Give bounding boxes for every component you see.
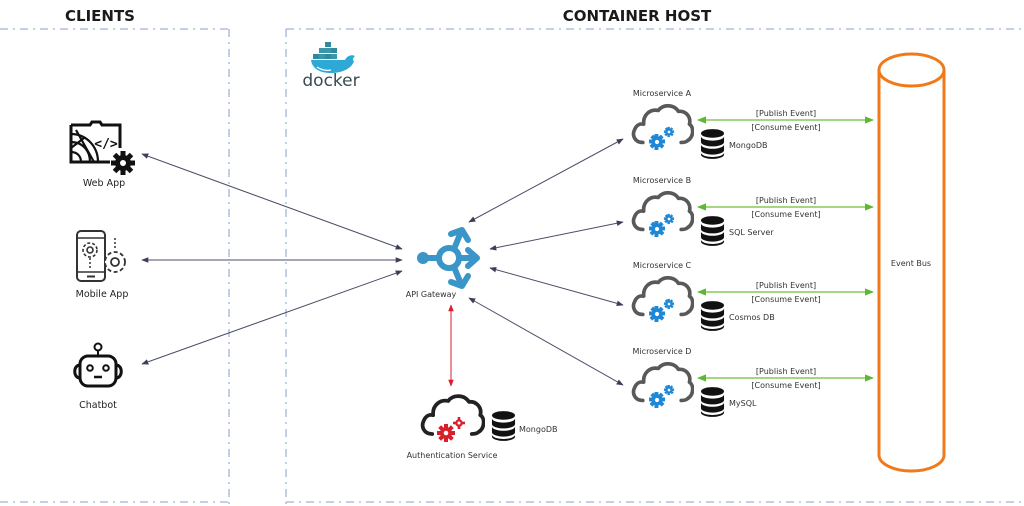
microservice-b: Microservice B SQL Server [Publish Event] [… — [631, 176, 874, 246]
mobile-app-label: Mobile App — [76, 289, 129, 300]
database-label: MongoDB — [729, 141, 768, 150]
chatbot-label: Chatbot — [79, 400, 117, 411]
auth-gear-icon — [437, 417, 465, 442]
auth-service-label: Authentication Service — [407, 451, 498, 460]
client-web-app: </> Web App — [69, 120, 135, 189]
api-gateway-label: API Gateway — [406, 290, 457, 299]
microservice-label: Microservice B — [633, 176, 691, 185]
client-chatbot: Chatbot — [73, 342, 123, 411]
database-icon — [700, 129, 725, 159]
consume-event-label: [Consume Event] — [751, 123, 820, 132]
docker-label: docker — [302, 71, 359, 91]
svg-text:</>: </> — [94, 137, 118, 152]
container-host-boundary — [285, 28, 1024, 506]
gear-icon — [649, 384, 675, 408]
microservice-cloud-icon — [631, 275, 694, 322]
publish-event-label: [Publish Event] — [756, 109, 816, 118]
web-app-label: Web App — [83, 178, 125, 189]
auth-service: MongoDB Authentication Service — [407, 394, 558, 460]
database-label: Cosmos DB — [729, 313, 775, 322]
client-mobile-app: Mobile App — [76, 230, 129, 300]
event-bus-cylinder-icon — [877, 52, 946, 473]
microservice-d: Microservice D MySQL [Publish Event] [Consu… — [631, 347, 874, 417]
clients-boundary — [0, 28, 230, 506]
database-icon — [700, 301, 725, 331]
mobile-app-icon — [76, 230, 126, 282]
microservice-label: Microservice C — [633, 261, 692, 270]
consume-event-label: [Consume Event] — [751, 295, 820, 304]
auth-db-icon — [491, 411, 516, 441]
publish-event-label: [Publish Event] — [756, 281, 816, 290]
auth-cloud-icon — [420, 394, 485, 442]
gear-icon — [649, 213, 675, 237]
gateway-microservice-connectors — [468, 138, 624, 386]
database-label: SQL Server — [729, 228, 774, 237]
gear-icon — [649, 126, 675, 150]
microservice-cloud-icon — [631, 361, 694, 408]
database-label: MySQL — [729, 399, 757, 408]
gateway-ms-a-arrow — [468, 138, 624, 223]
api-gateway-icon — [417, 227, 480, 289]
database-icon — [700, 387, 725, 417]
container-host-title: CONTAINER HOST — [563, 7, 712, 25]
event-bus: Event Bus — [877, 52, 946, 473]
microservice-cloud-icon — [631, 103, 694, 150]
microservice-a: Microservice A MongoDB [Publish Event] [Con… — [631, 89, 874, 159]
database-icon — [700, 216, 725, 246]
chatbot-icon — [73, 342, 123, 388]
consume-event-label: [Consume Event] — [751, 210, 820, 219]
web-app-gateway-arrow — [141, 153, 403, 250]
gear-icon — [649, 298, 675, 322]
microservice-c: Microservice C Cosmos DB [Publish Event] [C… — [631, 261, 874, 331]
publish-event-label: [Publish Event] — [756, 367, 816, 376]
publish-event-label: [Publish Event] — [756, 196, 816, 205]
microservice-label: Microservice A — [633, 89, 692, 98]
microservice-label: Microservice D — [633, 347, 692, 356]
clients-title: CLIENTS — [65, 7, 135, 25]
auth-db-label: MongoDB — [519, 425, 558, 434]
microservices-group: Microservice A MongoDB [Publish Event] [Con… — [631, 89, 874, 417]
microservice-cloud-icon — [631, 190, 694, 237]
client-gateway-connectors — [141, 153, 403, 365]
gateway-ms-d-arrow — [468, 297, 624, 386]
consume-event-label: [Consume Event] — [751, 381, 820, 390]
gateway-ms-b-arrow — [489, 220, 624, 251]
web-app-icon: </> — [69, 120, 135, 175]
docker-whale-icon — [311, 42, 355, 73]
api-gateway: API Gateway — [406, 227, 480, 299]
chatbot-gateway-arrow — [141, 270, 403, 365]
gateway-ms-c-arrow — [489, 266, 624, 307]
docker-logo: docker — [302, 42, 360, 91]
event-bus-label: Event Bus — [891, 259, 931, 268]
